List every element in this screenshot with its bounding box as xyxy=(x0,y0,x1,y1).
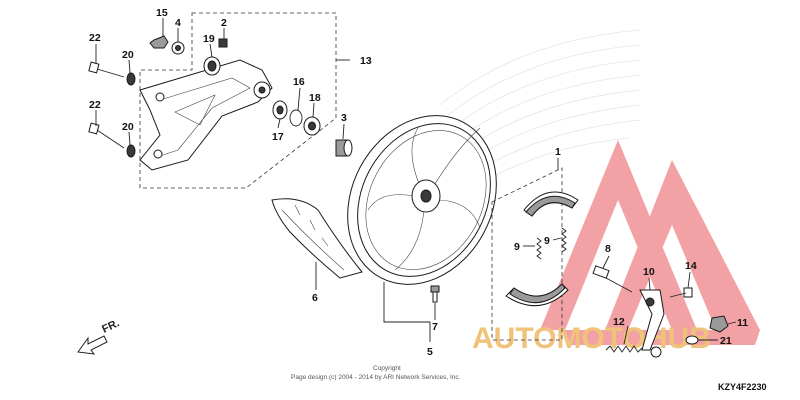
washer-20-upper xyxy=(126,72,136,86)
label-22a: 22 xyxy=(89,32,101,44)
label-13: 13 xyxy=(360,55,372,67)
label-6: 6 xyxy=(312,292,318,304)
group-box-13 xyxy=(139,12,337,189)
label-1: 1 xyxy=(555,146,561,158)
seal-17 xyxy=(272,100,288,120)
watermark-logo xyxy=(540,140,760,345)
group-box-1 xyxy=(491,167,563,341)
label-9a: 9 xyxy=(514,241,520,253)
copyright-line-2: Page design (c) 2004 - 2014 by ARI Netwo… xyxy=(291,374,461,381)
leader-lines xyxy=(95,18,737,345)
direction-label: FR. xyxy=(100,317,121,335)
label-17: 17 xyxy=(272,131,284,143)
tire-guard-6 xyxy=(271,198,363,279)
copyright-line-1: Copyright xyxy=(373,365,401,372)
watermark-text: AUTOMOTOHUB xyxy=(472,322,711,355)
label-5: 5 xyxy=(427,346,433,358)
label-4: 4 xyxy=(175,17,181,29)
valve-7 xyxy=(430,285,440,303)
label-20b: 20 xyxy=(122,121,134,133)
label-14: 14 xyxy=(685,260,697,272)
pin-21 xyxy=(685,335,699,345)
washer-20-lower xyxy=(126,144,136,158)
label-8: 8 xyxy=(605,243,611,255)
bearing-18 xyxy=(303,116,321,136)
label-3: 3 xyxy=(341,112,347,124)
label-22b: 22 xyxy=(89,99,101,111)
nut-15 xyxy=(149,35,169,49)
front-direction-arrow: FR. xyxy=(77,317,121,355)
label-18: 18 xyxy=(309,92,321,104)
label-21: 21 xyxy=(720,335,732,347)
label-2: 2 xyxy=(221,17,227,29)
nut-11 xyxy=(709,315,729,333)
circlip-16 xyxy=(289,109,303,127)
spring-12 xyxy=(605,345,643,353)
spring-9-left xyxy=(536,237,542,260)
label-11: 11 xyxy=(737,317,748,329)
diagram-code: KZY4F2230 xyxy=(718,382,767,392)
label-15: 15 xyxy=(156,7,168,19)
rear-wheel xyxy=(347,115,497,285)
label-9b: 9 xyxy=(544,235,550,247)
collar-4 xyxy=(171,41,185,55)
collar-3 xyxy=(335,139,353,157)
brake-arm-10 xyxy=(639,289,665,358)
label-10: 10 xyxy=(643,266,655,278)
label-12: 12 xyxy=(613,316,625,328)
collar-2 xyxy=(218,38,228,48)
swing-arm xyxy=(139,59,273,171)
spring-9-right xyxy=(561,227,567,253)
wing-logo-background xyxy=(439,29,641,176)
label-16: 16 xyxy=(293,76,305,88)
bolt-22-lower xyxy=(88,122,125,149)
label-19: 19 xyxy=(203,33,215,45)
brake-shoe-lower xyxy=(505,283,569,307)
brake-cam-8 xyxy=(592,265,633,293)
bolt-22-upper xyxy=(88,61,125,78)
label-7: 7 xyxy=(432,321,438,333)
part-labels: 15 4 2 19 22 20 22 20 13 16 18 17 3 6 7 … xyxy=(89,7,748,358)
bearing-19 xyxy=(203,56,221,76)
brake-shoe-upper xyxy=(523,191,579,217)
label-20a: 20 xyxy=(122,49,134,61)
